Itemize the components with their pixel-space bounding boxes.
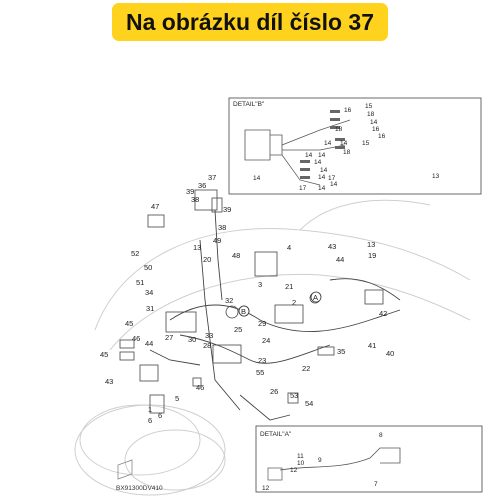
title-banner: Na obrázku díl číslo 37: [112, 3, 388, 41]
detail-b-title: DETAIL"B": [233, 101, 265, 108]
detail-b-label: 18: [343, 149, 351, 156]
marker-a: A: [313, 293, 318, 302]
part-label: 45: [100, 350, 108, 359]
detail-b-label: 14: [340, 140, 348, 147]
detail-b-label: 13: [432, 173, 440, 180]
detail-a-title: DETAIL"A": [260, 431, 292, 438]
part-label: 2: [292, 298, 296, 307]
part-label: 4: [287, 243, 291, 252]
part-label: 35: [337, 347, 345, 356]
part-label: 43: [328, 242, 336, 251]
part-label: 54: [305, 399, 313, 408]
detail-b-label: 18: [335, 126, 343, 133]
part-label: 44: [336, 255, 344, 264]
banner-text: Na obrázku díl číslo 37: [126, 8, 374, 35]
part-label: 49: [213, 236, 221, 245]
part-label: 48: [232, 251, 240, 260]
detail-a-box: DETAIL"A" 8 11 10 9 12 12 7: [255, 425, 483, 493]
part-label: 26: [270, 387, 278, 396]
part-label: 41: [368, 341, 376, 350]
part-label: 38: [218, 223, 226, 232]
part-label: 47: [151, 202, 159, 211]
part-label: 28: [203, 341, 211, 350]
part-label: 19: [368, 251, 376, 260]
part-label: 13: [193, 243, 201, 252]
part-label: 46: [132, 334, 140, 343]
part-label: 51: [136, 278, 144, 287]
part-label: 36: [198, 181, 206, 190]
part-label: 22: [302, 364, 310, 373]
part-label: 31: [146, 304, 154, 313]
part-label: 6: [158, 411, 162, 420]
detail-a-label: 9: [318, 457, 322, 464]
part-label: 39: [223, 205, 231, 214]
detail-b-label: 16: [378, 133, 386, 140]
part-label: 25: [234, 325, 242, 334]
detail-b-box: DETAIL"B" 15 16 18 18 14 16 16 15 14 14 …: [228, 97, 482, 195]
detail-b-labels: 15 16 18 18 14 16 16 15 14 14 18 14 14 1…: [253, 103, 440, 192]
part-label: 40: [386, 349, 394, 358]
detail-b-label: 14: [330, 181, 338, 188]
marker-b: B: [241, 307, 246, 316]
part-label: 55: [256, 368, 264, 377]
detail-b-label: 15: [365, 103, 373, 110]
detail-b-label: 14: [370, 119, 378, 126]
part-label: 32: [225, 296, 233, 305]
detail-b-label: 15: [362, 140, 370, 147]
detail-a-label: 10: [297, 460, 305, 467]
part-label: 43: [105, 377, 113, 386]
part-label: 45: [125, 319, 133, 328]
detail-b-label: 14: [324, 140, 332, 147]
detail-a-label: 12: [290, 467, 298, 474]
part-label: 52: [131, 249, 139, 258]
part-label: 30: [188, 335, 196, 344]
part-label: 33: [205, 331, 213, 340]
wiring-harness: [149, 209, 401, 421]
detail-b-label: 17: [328, 175, 336, 182]
part-label: 23: [258, 356, 266, 365]
detail-b-label: 16: [344, 107, 352, 114]
part-label: 20: [203, 255, 211, 264]
part-labels: 37 36 39 38 39 38 47 13 20 49 48 4 3 52 …: [100, 173, 394, 425]
callout-markers: A B: [238, 291, 322, 317]
part-label: 37: [208, 173, 216, 182]
detail-b-label: 14: [320, 167, 328, 174]
detail-b-label: 16: [372, 126, 380, 133]
detail-b-label: 14: [318, 174, 326, 181]
detail-b-label: 14: [318, 185, 326, 192]
diagram-code: BX91300DV410: [116, 485, 163, 492]
direction-arrow-icon: [117, 459, 133, 480]
detail-b-label: 14: [314, 159, 322, 166]
part-label: 24: [262, 336, 270, 345]
part-label: 44: [145, 339, 153, 348]
detail-a-label: 12: [262, 485, 270, 492]
detail-a-label: 8: [379, 432, 383, 439]
part-label: 29: [258, 319, 266, 328]
part-label: 39: [186, 187, 194, 196]
part-label: 1: [148, 405, 152, 414]
part-label: 38: [191, 195, 199, 204]
part-label: 27: [165, 333, 173, 342]
part-label: 21: [285, 282, 293, 291]
part-label: 34: [145, 288, 153, 297]
detail-b-label: 18: [367, 111, 375, 118]
detail-b-label: 17: [299, 185, 307, 192]
part-label: 6: [148, 416, 152, 425]
detail-b-label: 14: [318, 152, 326, 159]
detail-b-label: 14: [305, 152, 313, 159]
components: [119, 189, 384, 414]
part-label: 50: [144, 263, 152, 272]
part-label: 3: [258, 280, 262, 289]
part-label: 46: [196, 383, 204, 392]
part-label: 5: [175, 394, 179, 403]
part-label: 13: [367, 240, 375, 249]
part-label: 42: [379, 309, 387, 318]
detail-a-label: 7: [374, 481, 378, 488]
detail-a-label: 11: [297, 453, 304, 460]
detail-b-label: 14: [253, 175, 261, 182]
part-label: 53: [290, 391, 298, 400]
